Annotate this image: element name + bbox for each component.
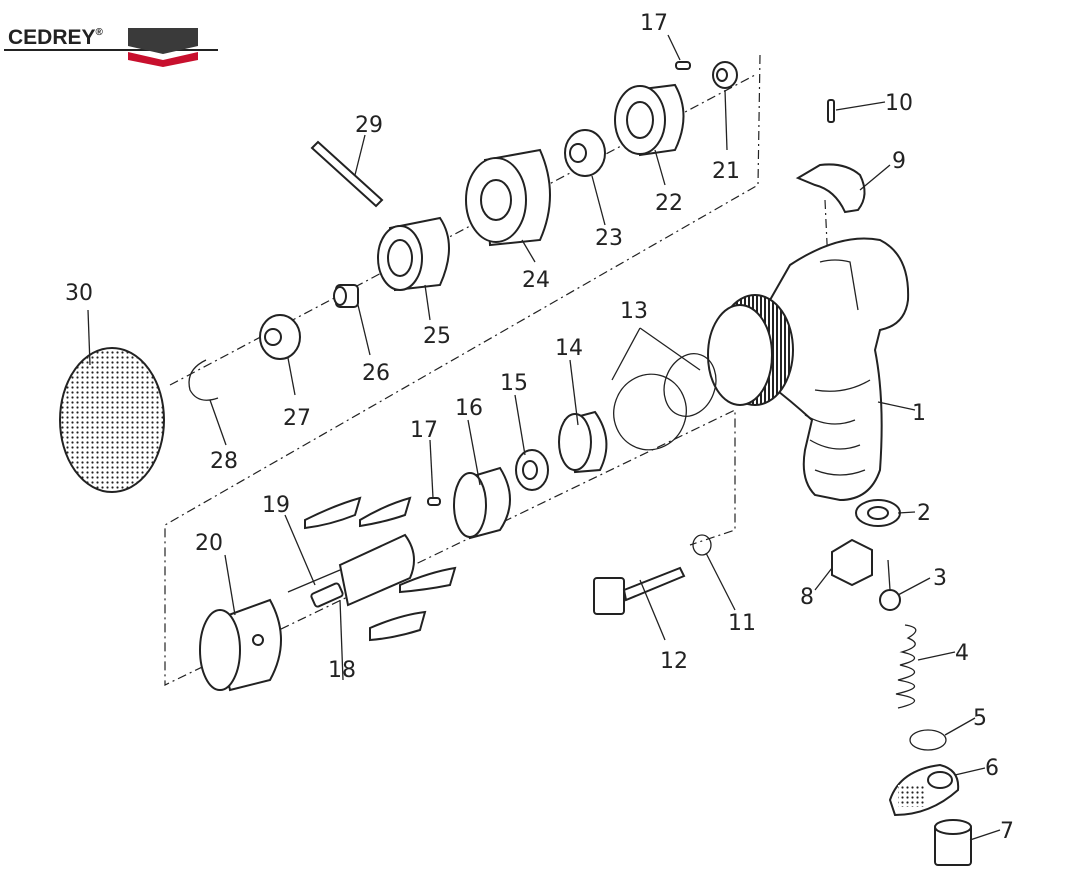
- callout-15: 15: [500, 371, 528, 396]
- callout-4: 4: [955, 641, 969, 666]
- callout-labels: 1 2 3 4 5 6 7 8 9 10 11 12 13 14 15 16 1…: [65, 11, 1014, 844]
- callout-7: 7: [1000, 819, 1014, 844]
- callout-3: 3: [933, 566, 947, 591]
- brand-mark: ®: [96, 27, 104, 38]
- part-washer-27: [259, 314, 301, 360]
- part-bearing-22: [614, 83, 685, 157]
- callout-28: 28: [210, 449, 238, 474]
- part-valve-stem-12: [593, 566, 686, 615]
- brand-chevron-dark: [128, 28, 198, 54]
- callout-18: 18: [328, 658, 356, 683]
- part-vanes-19: [287, 496, 457, 642]
- callout-5: 5: [973, 706, 987, 731]
- part-trigger-9: [795, 163, 866, 214]
- callout-8: 8: [800, 585, 814, 610]
- callout-27: 27: [283, 406, 311, 431]
- callout-13: 13: [620, 299, 648, 324]
- callout-19: 19: [262, 493, 290, 518]
- part-washer-21: [712, 61, 738, 89]
- callout-23: 23: [595, 226, 623, 251]
- part-housing: [707, 237, 910, 502]
- part-sanding-pad: [59, 347, 165, 493]
- part-cylinder-20: [199, 598, 282, 692]
- callout-30: 30: [65, 281, 93, 306]
- callout-29: 29: [355, 113, 383, 138]
- part-pin-10: [827, 99, 835, 123]
- part-lock-ring-24: [465, 148, 551, 247]
- callout-11: 11: [728, 611, 756, 636]
- part-rear-plate-14: [558, 410, 608, 474]
- part-end-plate-16: [453, 466, 511, 540]
- leader-lines: [87, 34, 1001, 841]
- part-o-ring-5: [909, 729, 947, 751]
- brand-logo: CEDREY®: [4, 26, 218, 67]
- part-washer-23: [564, 129, 606, 177]
- part-circlip: [188, 359, 219, 401]
- callout-17-top: 17: [640, 11, 668, 36]
- callout-9: 9: [892, 149, 906, 174]
- part-bearing-housing-25: [377, 216, 450, 292]
- svg-text:CEDREY®: CEDREY®: [8, 26, 104, 49]
- callout-26: 26: [362, 361, 390, 386]
- callout-1: 1: [912, 401, 926, 426]
- part-gasket-6: [888, 763, 960, 817]
- part-pin-17-top: [675, 61, 691, 70]
- callout-21: 21: [712, 159, 740, 184]
- part-seal-2: [855, 499, 901, 527]
- callout-24: 24: [522, 268, 550, 293]
- brand-chevron-red: [128, 52, 198, 67]
- part-o-ring-11: [692, 534, 712, 556]
- callout-22: 22: [655, 191, 683, 216]
- part-block-8: [831, 538, 873, 587]
- callout-17-lower: 17: [410, 418, 438, 443]
- part-spring-4: [895, 624, 917, 709]
- part-inlet-7: [934, 819, 972, 866]
- callout-12: 12: [660, 649, 688, 674]
- part-o-rings-13: [613, 353, 717, 451]
- callout-25: 25: [423, 324, 451, 349]
- callout-20: 20: [195, 531, 223, 556]
- callout-6: 6: [985, 756, 999, 781]
- callout-2: 2: [917, 501, 931, 526]
- part-tilt-valve-3: [879, 559, 901, 611]
- part-bearing-15: [515, 449, 549, 491]
- part-pin-17-lower: [427, 497, 441, 506]
- part-shaft-29: [310, 140, 384, 208]
- callout-14: 14: [555, 336, 583, 361]
- brand-name: CEDREY: [8, 26, 96, 49]
- part-nut-26: [333, 284, 359, 308]
- callout-16: 16: [455, 396, 483, 421]
- part-rotor-18: [310, 533, 415, 608]
- callout-10: 10: [885, 91, 913, 116]
